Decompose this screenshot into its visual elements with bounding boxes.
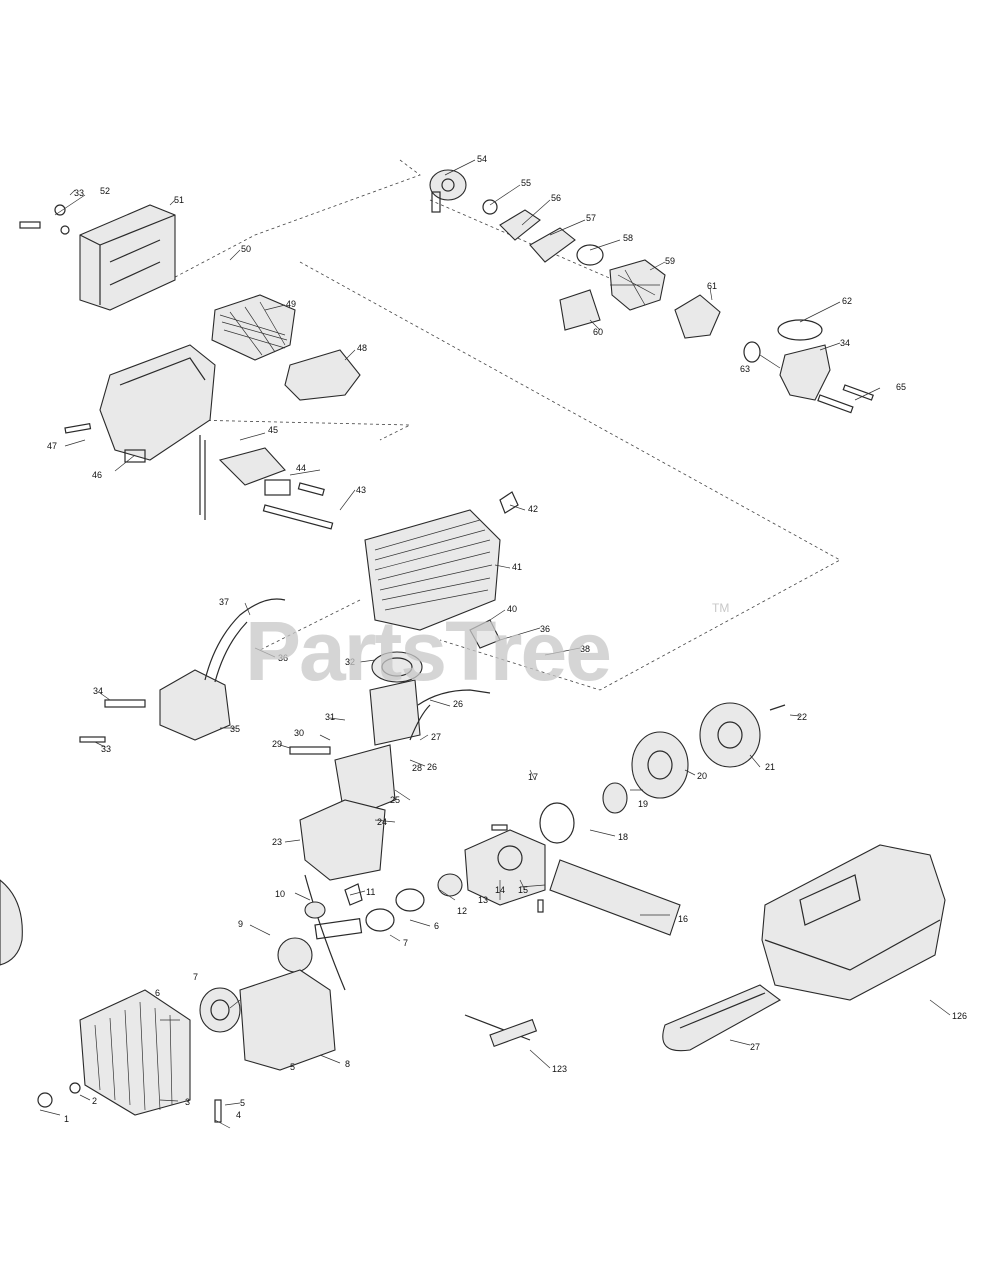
part-label: 21 [765, 762, 775, 772]
part-label: 17 [528, 772, 538, 782]
filter-screen [211, 294, 296, 361]
part-label: 20 [697, 771, 707, 781]
part-label: 13 [478, 895, 488, 905]
part-label: 15 [518, 885, 528, 895]
part-label: 62 [842, 296, 852, 306]
part-label: 26 [427, 762, 437, 772]
part-label: 47 [47, 441, 57, 451]
part-label: 3 [185, 1097, 190, 1107]
part-label: 41 [512, 562, 522, 572]
part-label: 50 [241, 244, 251, 254]
part-label: 34 [840, 338, 850, 348]
air-box-bracket [64, 344, 361, 530]
part-label: 32 [345, 657, 355, 667]
leader-lines [39, 159, 951, 1129]
part-label: 28 [412, 763, 422, 773]
part-label: 61 [707, 281, 717, 291]
part-label: 35 [230, 724, 240, 734]
part-label: 5 [290, 1062, 295, 1072]
watermark-text: PartsTree [245, 604, 610, 698]
part-label: 65 [896, 382, 906, 392]
part-label: 123 [552, 1064, 567, 1074]
part-label: 18 [618, 832, 628, 842]
part-label: 45 [268, 425, 278, 435]
part-label: 31 [325, 712, 335, 722]
ignition-module [79, 598, 286, 743]
part-label: 10 [275, 889, 285, 899]
watermark: PartsTree TM [245, 601, 729, 698]
side-cover-bar [662, 844, 946, 1052]
cylinder [364, 491, 519, 649]
part-label: 57 [586, 213, 596, 223]
part-label: 34 [93, 686, 103, 696]
part-label: 33 [74, 188, 84, 198]
part-label: 23 [272, 837, 282, 847]
part-label: 25 [390, 795, 400, 805]
part-label: 24 [377, 817, 387, 827]
partial-edge-part [0, 879, 23, 966]
part-label: 1 [64, 1114, 69, 1124]
part-label: 46 [92, 470, 102, 480]
piston-crank-group [289, 651, 491, 991]
scrench-tool [464, 1014, 538, 1047]
part-label: 51 [174, 195, 184, 205]
part-labels: 1 2 3 4 5 5 6 6 7 7 8 9 10 11 12 13 14 1… [47, 154, 967, 1124]
air-filter-cover [79, 204, 176, 311]
part-label: 22 [797, 712, 807, 722]
part-label: 42 [528, 504, 538, 514]
clutch-group [437, 702, 786, 936]
part-label: 30 [294, 728, 304, 738]
part-label: 36 [540, 624, 550, 634]
part-label: 37 [219, 597, 229, 607]
part-label: 58 [623, 233, 633, 243]
part-label: 56 [551, 193, 561, 203]
part-label: 14 [495, 885, 505, 895]
part-label: 63 [740, 364, 750, 374]
part-label: 43 [356, 485, 366, 495]
part-label: 6 [434, 921, 439, 931]
carburetor-group [429, 169, 874, 414]
part-label: 33 [101, 744, 111, 754]
part-label: 11 [366, 887, 375, 897]
part-label: 44 [296, 463, 306, 473]
part-label: 6 [155, 988, 160, 998]
part-label: 55 [521, 178, 531, 188]
part-label: 26 [453, 699, 463, 709]
part-label: 19 [638, 799, 648, 809]
part-label: 2 [92, 1096, 97, 1106]
part-label: 126 [952, 1011, 967, 1021]
part-label: 29 [272, 739, 282, 749]
part-label: 59 [665, 256, 675, 266]
watermark-trademark: TM [712, 601, 729, 615]
crankcase [239, 883, 425, 1071]
flywheel-starter [37, 987, 241, 1123]
part-label: 52 [100, 186, 110, 196]
part-label: 16 [678, 914, 688, 924]
part-label: 9 [238, 919, 243, 929]
part-label: 5 [240, 1098, 245, 1108]
part-label: 36 [278, 653, 288, 663]
part-label: 54 [477, 154, 487, 164]
part-label: 27 [431, 732, 441, 742]
part-label: 4 [236, 1110, 241, 1120]
part-label: 49 [286, 299, 296, 309]
screws-top-left [19, 204, 70, 235]
part-label: 40 [507, 604, 517, 614]
part-label: 8 [345, 1059, 350, 1069]
part-label: 48 [357, 343, 367, 353]
part-label: 7 [193, 972, 198, 982]
part-label: 7 [403, 938, 408, 948]
part-label: 27 [750, 1042, 760, 1052]
part-label: 38 [580, 644, 590, 654]
part-label: 60 [593, 327, 603, 337]
part-label: 12 [457, 906, 467, 916]
